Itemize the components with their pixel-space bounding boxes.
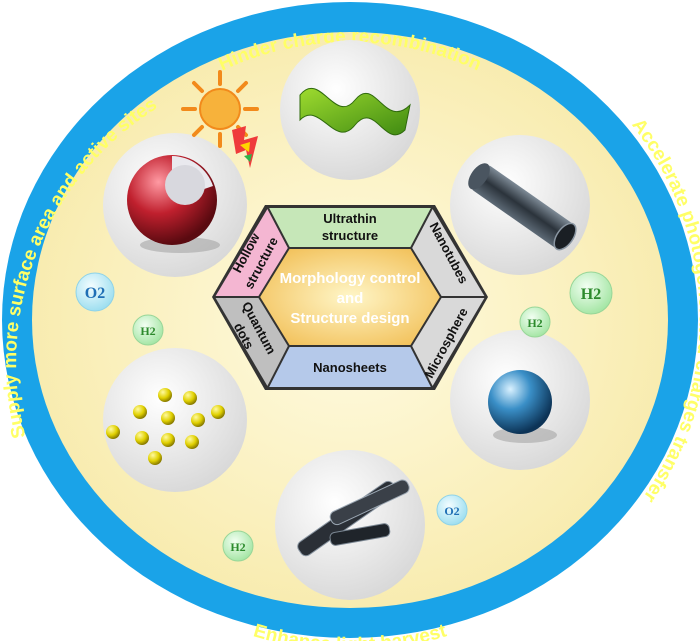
- segment-hollow: [215, 208, 289, 297]
- microsphere-illustration: [450, 330, 590, 470]
- bubble-h2-right-small: H2: [519, 306, 551, 338]
- hexagon: [212, 205, 488, 390]
- svg-text:H2: H2: [140, 324, 155, 338]
- hollow-sphere-illustration: [103, 133, 247, 277]
- svg-text:H2: H2: [527, 316, 542, 330]
- bubble-h2-bottom: H2: [222, 530, 254, 562]
- segment-nanotubes: [411, 208, 485, 297]
- segment-nanosheets: [268, 346, 432, 387]
- center-line-3: Structure design: [290, 310, 409, 327]
- segment-quantum-dots: [215, 297, 289, 387]
- segment-microsphere: [411, 297, 485, 387]
- bubble-h2-left: H2: [132, 314, 164, 346]
- svg-text:O2: O2: [444, 504, 459, 518]
- bubble-h2-right-large: H2: [569, 271, 613, 315]
- nanotube-illustration: [450, 135, 590, 275]
- bubble-o2-bottom: O2: [436, 494, 468, 526]
- center-line-2: and: [337, 290, 364, 307]
- bubble-o2-left: O2: [75, 272, 115, 312]
- center-line-1: Morphology control: [280, 270, 421, 287]
- label-ultrathin-2: structure: [322, 228, 378, 243]
- sun-icon: [181, 70, 259, 148]
- nanosheets-illustration: [275, 450, 425, 600]
- label-ultrathin-1: Ultrathin: [323, 211, 377, 226]
- svg-text:H2: H2: [230, 540, 245, 554]
- label-nanosheets: Nanosheets: [313, 360, 387, 375]
- quantum-dots-illustration: [103, 348, 247, 492]
- ultrathin-sheet-illustration: [280, 40, 420, 180]
- segment-ultrathin: [268, 208, 432, 248]
- svg-text:H2: H2: [581, 286, 601, 303]
- light-arrow-icon: [232, 126, 258, 168]
- svg-text:O2: O2: [85, 285, 105, 302]
